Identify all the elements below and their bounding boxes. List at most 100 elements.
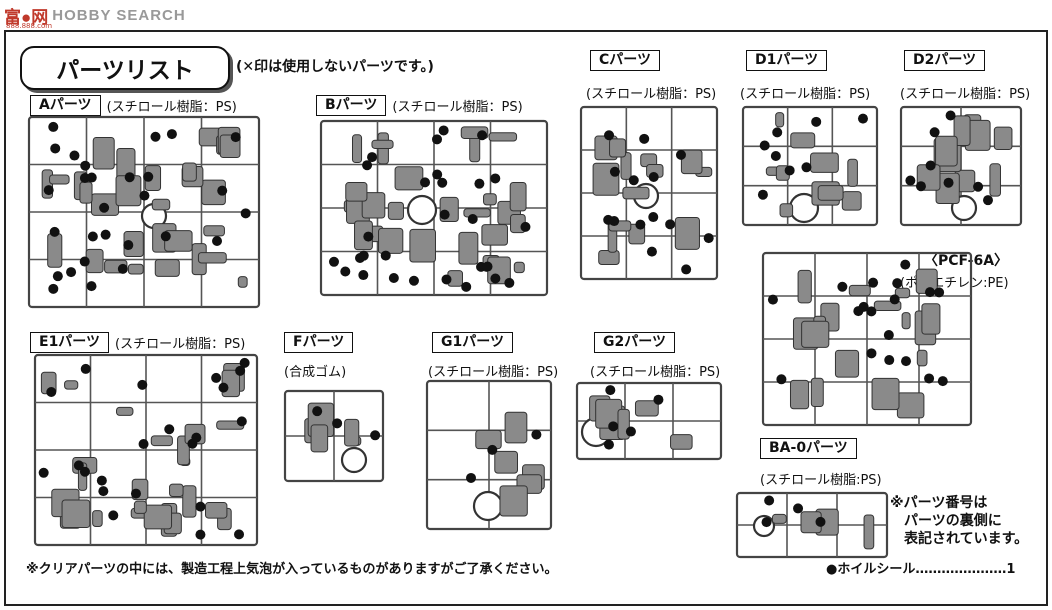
- part-number-marker: [793, 503, 804, 514]
- part-shape: [674, 216, 700, 250]
- part-number-marker: [437, 177, 448, 188]
- watermark: 富●网 HOBBY SEARCH: [4, 2, 186, 28]
- part-number-marker: [99, 202, 110, 213]
- part-shape: [371, 139, 394, 149]
- part-number-marker: [195, 501, 206, 512]
- part-shape: [801, 320, 830, 348]
- part-shape: [499, 485, 528, 517]
- part-number-marker: [837, 281, 848, 292]
- part-shape: [481, 224, 508, 246]
- part-number-marker: [461, 281, 472, 292]
- runner-c-material: (スチロール樹脂：PS): [586, 87, 717, 102]
- part-number-marker: [80, 160, 91, 171]
- part-number-marker: [240, 208, 251, 219]
- part-shape: [509, 182, 527, 212]
- runner-d1-material: (スチロール樹脂：PS): [740, 87, 871, 102]
- page-title: パーツリスト: [20, 46, 230, 90]
- runner-f-name: Fパーツ: [284, 332, 354, 353]
- part-number-marker: [38, 467, 49, 478]
- runner-b-illustration: [319, 119, 549, 297]
- runner-c-label: Cパーツ (スチロール樹脂：PS): [586, 50, 716, 102]
- part-number-marker: [635, 219, 646, 230]
- part-number-marker: [608, 421, 619, 432]
- part-shape: [475, 429, 502, 450]
- part-shape: [810, 377, 824, 408]
- part-shape: [622, 186, 650, 200]
- part-shape: [953, 115, 971, 146]
- part-number-marker: [124, 172, 135, 183]
- part-number-marker: [811, 116, 822, 127]
- part-shape: [310, 424, 329, 453]
- part-number-marker: [757, 189, 768, 200]
- runner-f-label: Fパーツ (合成ゴム): [284, 332, 354, 380]
- part-shape: [993, 126, 1013, 151]
- runner-c-illustration: [579, 105, 719, 281]
- part-shape: [387, 201, 404, 220]
- part-number-marker: [312, 406, 323, 417]
- part-number-marker: [646, 246, 657, 257]
- part-number-marker: [48, 283, 59, 294]
- part-number-marker: [487, 444, 498, 455]
- part-number-marker: [408, 275, 419, 286]
- part-number-marker: [639, 133, 650, 144]
- part-number-marker: [883, 330, 894, 341]
- part-shape: [237, 276, 248, 288]
- part-number-marker: [531, 429, 542, 440]
- part-number-marker: [218, 382, 229, 393]
- runner-a-name: Aパーツ: [30, 95, 101, 116]
- part-shape: [935, 135, 958, 167]
- part-number-note-line3: 表記されています。: [904, 531, 1029, 547]
- part-number-note-line2: パーツの裏側に: [904, 513, 1002, 529]
- part-number-marker: [934, 287, 945, 298]
- runner-d2-material: (スチロール樹脂：PS): [900, 87, 1031, 102]
- part-number-note: ※パーツ番号は パーツの裏側に 表記されています。: [890, 494, 1028, 548]
- part-shape: [871, 377, 900, 411]
- part-shape: [345, 182, 368, 202]
- part-number-marker: [490, 273, 501, 284]
- part-number-marker: [117, 263, 128, 274]
- part-number-marker: [648, 171, 659, 182]
- part-number-marker: [211, 372, 222, 383]
- part-number-marker: [943, 177, 954, 188]
- part-number-marker: [73, 460, 84, 471]
- part-number-marker: [96, 475, 107, 486]
- part-shape: [779, 203, 794, 218]
- part-shape: [49, 174, 70, 185]
- part-shape: [182, 485, 197, 518]
- part-number-marker: [332, 418, 343, 429]
- part-number-marker: [474, 178, 485, 189]
- part-shape: [64, 380, 79, 390]
- part-number-marker: [355, 253, 366, 264]
- part-number-marker: [80, 363, 91, 374]
- part-number-marker: [603, 439, 614, 450]
- part-number-marker: [945, 110, 956, 121]
- part-shape: [670, 434, 693, 450]
- part-number-marker: [143, 171, 154, 182]
- runner-pcf-name: 〈PCF-6A〉: [924, 253, 1009, 269]
- runner-ba0-name: BA-0パーツ: [760, 438, 857, 459]
- part-shape: [609, 138, 627, 158]
- part-number-marker: [166, 129, 177, 140]
- part-number-marker: [477, 130, 488, 141]
- part-shape: [847, 158, 858, 187]
- part-number-marker: [328, 256, 339, 267]
- unused-parts-note: (✕印は使用しないパーツです。): [236, 59, 434, 75]
- runner-b-label: Bパーツ (スチロール樹脂：PS): [316, 95, 523, 116]
- part-shape: [394, 166, 424, 191]
- runner-b-name: Bパーツ: [316, 95, 387, 116]
- runner-c-name: Cパーツ: [590, 50, 660, 71]
- part-shape: [771, 513, 787, 524]
- part-number-marker: [681, 264, 692, 275]
- part-number-note-line1: ※パーツ番号は: [890, 495, 988, 511]
- part-number-marker: [924, 287, 935, 298]
- part-shape: [143, 504, 173, 530]
- part-number-marker: [924, 373, 935, 384]
- runner-d1-name: D1パーツ: [746, 50, 828, 71]
- part-number-marker: [66, 267, 77, 278]
- part-number-marker: [665, 219, 676, 230]
- part-number-marker: [239, 357, 250, 368]
- part-number-marker: [212, 236, 223, 247]
- part-shape: [810, 152, 839, 173]
- part-number-marker: [49, 226, 60, 237]
- part-number-marker: [236, 416, 247, 427]
